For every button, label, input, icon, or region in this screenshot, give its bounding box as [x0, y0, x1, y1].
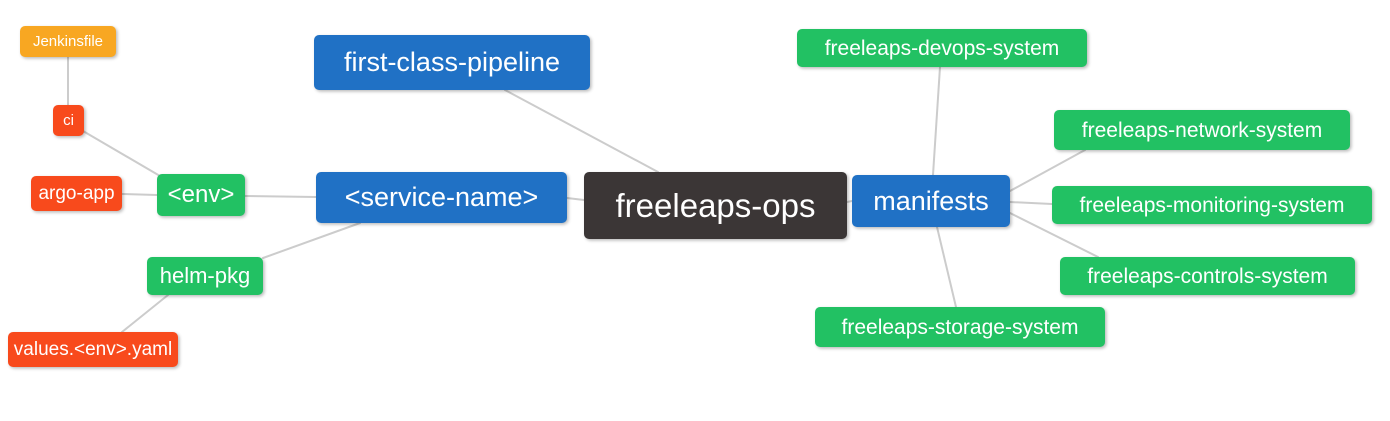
edge-env--service-name	[244, 195, 317, 198]
edge-helm-pkg--service-name	[262, 222, 361, 259]
node-jenkinsfile[interactable]: Jenkinsfile	[20, 26, 116, 57]
edge-manifests--freeleaps-monitoring-system	[1009, 201, 1053, 205]
edge-ci--env	[82, 130, 161, 177]
node-manifests[interactable]: manifests	[852, 175, 1010, 227]
edge-argo-app--env	[121, 193, 158, 196]
node-ci[interactable]: ci	[53, 105, 84, 136]
edge-first-class-pipeline--freeleaps-ops	[504, 89, 659, 173]
edge-manifests--freeleaps-devops-system	[932, 66, 941, 176]
node-freeleaps-storage-system[interactable]: freeleaps-storage-system	[815, 307, 1105, 347]
node-freeleaps-monitoring-system[interactable]: freeleaps-monitoring-system	[1052, 186, 1372, 224]
node-helm-pkg[interactable]: helm-pkg	[147, 257, 263, 295]
node-env[interactable]: <env>	[157, 174, 245, 216]
node-freeleaps-ops[interactable]: freeleaps-ops	[584, 172, 847, 239]
edge-values-env-yaml--helm-pkg	[121, 294, 169, 333]
node-freeleaps-devops-system[interactable]: freeleaps-devops-system	[797, 29, 1087, 67]
node-freeleaps-network-system[interactable]: freeleaps-network-system	[1054, 110, 1350, 150]
edge-manifests--freeleaps-network-system	[1009, 149, 1086, 192]
node-freeleaps-controls-system[interactable]: freeleaps-controls-system	[1060, 257, 1355, 295]
node-service-name[interactable]: <service-name>	[316, 172, 567, 223]
node-values-env-yaml[interactable]: values.<env>.yaml	[8, 332, 178, 367]
edge-service-name--freeleaps-ops	[566, 197, 585, 201]
node-first-class-pipeline[interactable]: first-class-pipeline	[314, 35, 590, 90]
node-argo-app[interactable]: argo-app	[31, 176, 122, 211]
edge-manifests--freeleaps-storage-system	[936, 226, 957, 308]
